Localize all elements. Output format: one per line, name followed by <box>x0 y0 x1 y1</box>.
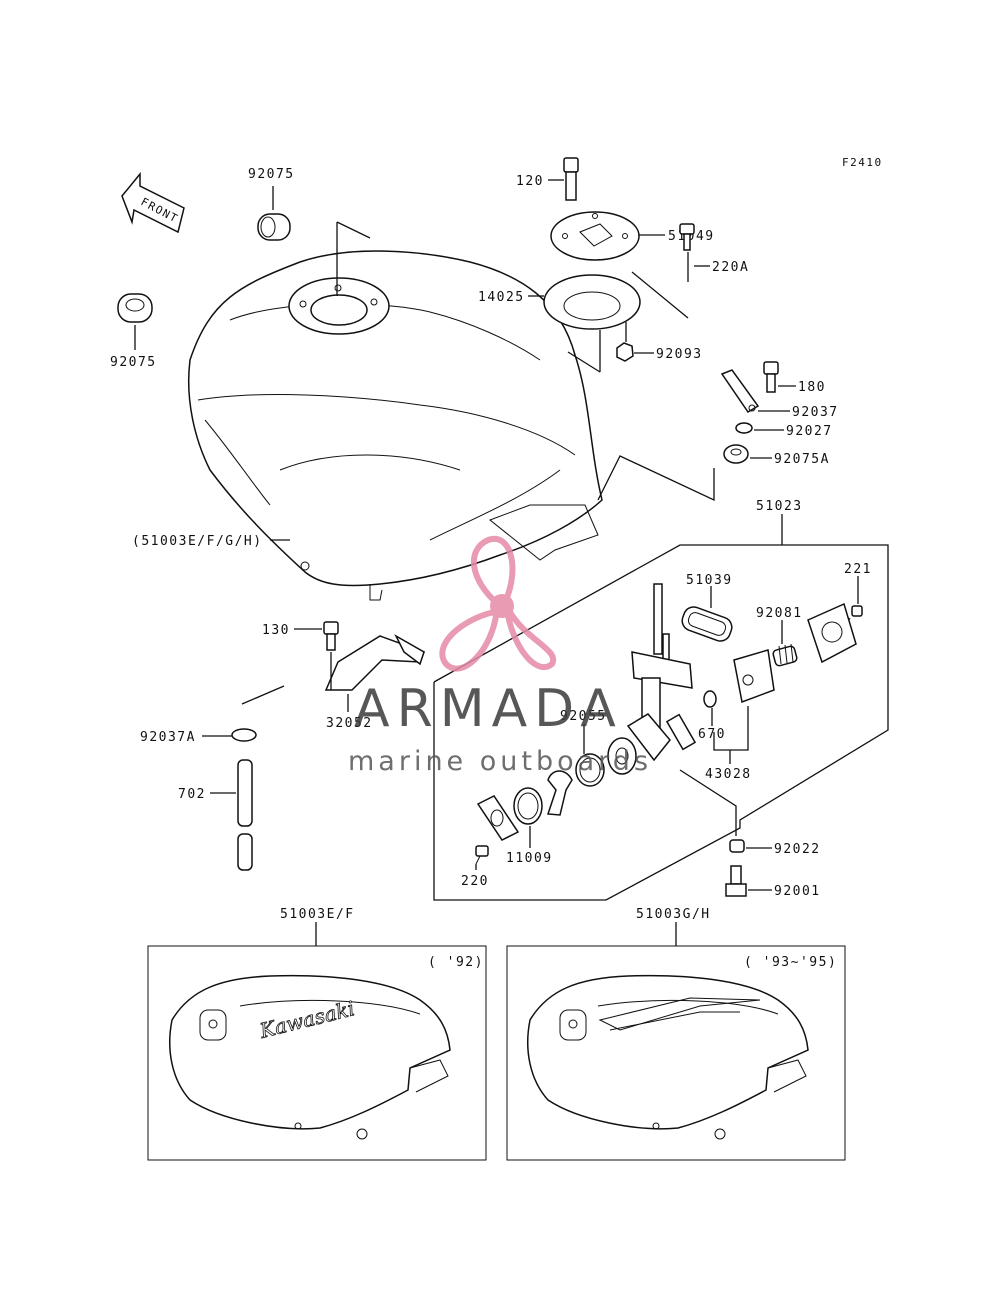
bolt-92001 <box>725 865 747 897</box>
watermark-title: ARMADA <box>354 679 623 739</box>
callout-92027: 92027 <box>786 424 833 439</box>
variant-year-93-95: ( '93~'95) <box>744 955 837 970</box>
screw-220A <box>679 223 695 251</box>
bracket-32052 <box>324 634 425 691</box>
cap-base-14025 <box>543 274 641 330</box>
figure-code: F2410 <box>842 156 883 169</box>
bolt-180 <box>763 361 779 393</box>
watermark: ARMADA marine outboards <box>348 535 652 777</box>
oring-670 <box>703 690 717 708</box>
callout-92037A: 92037A <box>140 730 196 745</box>
callout-51003-group: (51003E/F/G/H) <box>132 534 263 549</box>
callout-43028: 43028 <box>705 767 752 782</box>
spring-92081 <box>772 643 798 667</box>
callout-220: 220 <box>461 874 489 889</box>
callout-92037: 92037 <box>792 405 839 420</box>
callout-180: 180 <box>798 380 826 395</box>
fuel-tank <box>187 250 603 601</box>
callout-92075-top: 92075 <box>248 167 295 182</box>
callout-92093: 92093 <box>656 347 703 362</box>
fuel-tap-body <box>626 583 697 762</box>
damper-92075-left <box>117 293 153 323</box>
collar-92027 <box>735 422 753 434</box>
callout-92075A: 92075A <box>774 452 830 467</box>
grommet-92075A <box>723 444 749 464</box>
callout-670: 670 <box>698 727 726 742</box>
watermark-propeller-icon <box>439 535 557 672</box>
diaphragm-43028 <box>733 649 775 704</box>
callout-92075-left: 92075 <box>110 355 157 370</box>
variant-box-93-95 <box>506 945 846 1161</box>
callout-221: 221 <box>844 562 872 577</box>
callout-702: 702 <box>178 787 206 802</box>
callout-51003EF: 51003E/F <box>280 907 355 922</box>
variant-box-92 <box>147 945 487 1161</box>
damper-92075-top <box>257 213 291 241</box>
gasket-51039 <box>681 606 733 642</box>
callout-32052: 32052 <box>326 716 373 731</box>
lever-plate <box>476 795 520 841</box>
front-arrow: FRONT <box>121 171 185 234</box>
screw-220 <box>475 845 489 865</box>
watermark-subtitle: marine outboards <box>348 746 652 777</box>
diaphragm-cover <box>807 602 857 664</box>
filler-cap-51049 <box>550 211 640 261</box>
variant-tank-92: Kawasaki <box>169 974 451 1140</box>
nut-92093 <box>616 342 634 362</box>
callout-92001: 92001 <box>774 884 821 899</box>
bolt-120 <box>563 157 579 201</box>
lever-washer-11009 <box>513 787 543 825</box>
callout-220A: 220A <box>712 260 749 275</box>
tap-lever <box>546 770 573 816</box>
bracket-92037 <box>720 369 760 414</box>
variant-year-92: ( '92) <box>428 955 484 970</box>
washer-92022 <box>729 839 745 853</box>
hose-702 <box>237 759 253 871</box>
clip-92037A <box>231 728 257 742</box>
callout-120: 120 <box>516 174 544 189</box>
callout-51039: 51039 <box>686 573 733 588</box>
variant-tank-93-95 <box>527 974 809 1140</box>
callout-92055: 92055 <box>560 709 607 724</box>
callout-11009: 11009 <box>506 851 553 866</box>
valve-disc <box>607 737 637 775</box>
oring-92055 <box>575 753 605 787</box>
callout-92081: 92081 <box>756 606 803 621</box>
bolt-130 <box>323 621 339 651</box>
callout-14025: 14025 <box>478 290 525 305</box>
callout-130: 130 <box>262 623 290 638</box>
callout-51003GH: 51003G/H <box>636 907 711 922</box>
callout-51023: 51023 <box>756 499 803 514</box>
fuel-tap-group-outline <box>433 544 889 901</box>
callout-92022: 92022 <box>774 842 821 857</box>
